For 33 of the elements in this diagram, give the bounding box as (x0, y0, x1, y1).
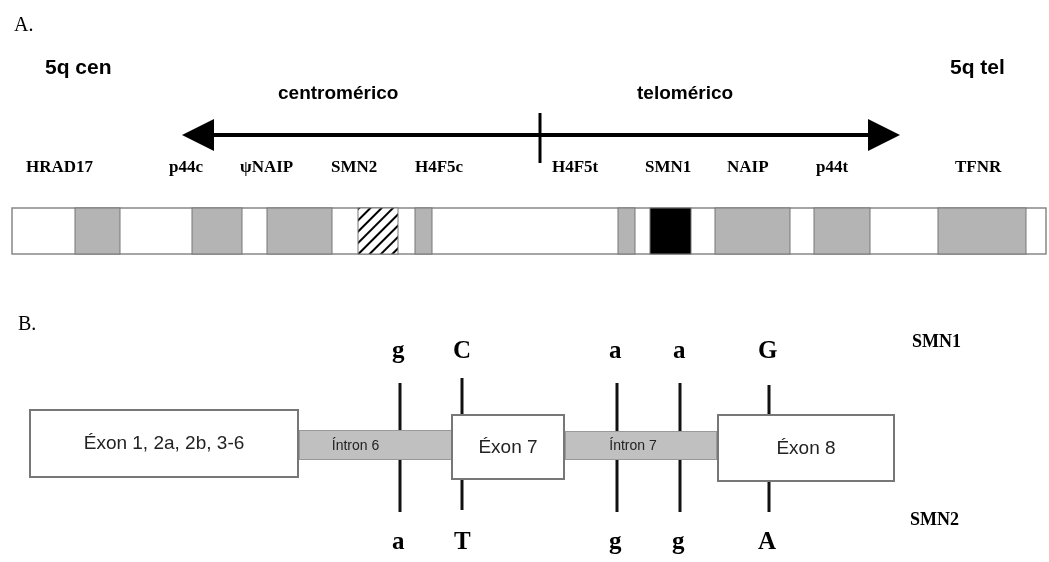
nucleotide-label: a (392, 528, 405, 553)
direction-label: telomérico (637, 83, 734, 102)
gene-label: p44t (816, 158, 849, 175)
intron-bar: Íntron 6 (299, 430, 452, 460)
gene-label: ψNAIP (240, 158, 294, 175)
nucleotide-label: G (758, 337, 778, 362)
nucleotide-label: g (609, 528, 622, 553)
exon-box: Éxon 1, 2a, 2b, 3-6 (29, 409, 299, 478)
panel-label: B. (18, 313, 37, 333)
region-label: 5q tel (950, 56, 1005, 77)
nucleotide-label: A (758, 528, 777, 553)
panel-label: A. (14, 14, 34, 34)
region-label: 5q cen (45, 56, 112, 77)
gene-label: p44c (169, 158, 203, 175)
gene-label: H4F5c (415, 158, 464, 175)
gene-label: SMN1 (912, 332, 961, 350)
nucleotide-label: a (673, 337, 686, 362)
gene-label: SMN2 (331, 158, 378, 175)
nucleotide-label: g (392, 337, 405, 362)
direction-label: centromérico (278, 83, 399, 102)
gene-label: H4F5t (552, 158, 599, 175)
exon-box: Éxon 8 (717, 414, 895, 482)
gene-label: TFNR (955, 158, 1002, 175)
nucleotide-label: a (609, 337, 622, 362)
nucleotide-label: T (454, 528, 471, 553)
nucleotide-label: g (672, 528, 685, 553)
intron-bar: Íntron 7 (565, 431, 717, 460)
gene-label: SMN2 (910, 510, 959, 528)
gene-label: HRAD17 (26, 158, 94, 175)
exon-box: Éxon 7 (451, 414, 565, 480)
gene-label: SMN1 (645, 158, 692, 175)
gene-label: NAIP (727, 158, 769, 175)
nucleotide-label: C (453, 337, 472, 362)
